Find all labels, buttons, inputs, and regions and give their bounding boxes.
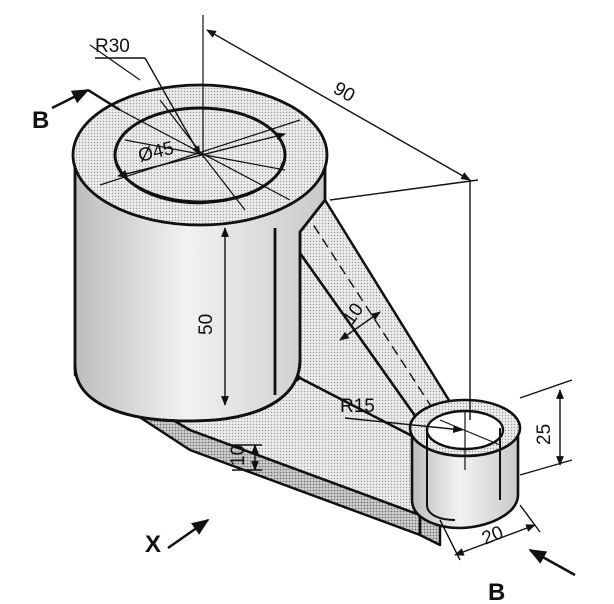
dim-text-20: 20 [479, 522, 506, 549]
dim-line-r15 [344, 417, 463, 433]
section-arrow-top [51, 88, 90, 110]
dim-line-20 [454, 524, 536, 556]
boss [408, 398, 522, 530]
dim-text-25: 25 [534, 424, 555, 445]
dim-text-r30: R30 [95, 36, 130, 57]
dim-line-rib [339, 311, 381, 341]
x-axis-arrow [167, 518, 210, 550]
main-cylinder [71, 83, 329, 423]
section-markers [51, 88, 576, 577]
section-label-bottom: B [488, 579, 505, 604]
dim-text-base: 10 [228, 445, 249, 466]
dim-text-50: 50 [196, 314, 217, 335]
axis-label-x: X [145, 531, 161, 558]
dim-line-90 [206, 29, 471, 181]
dimension-lines [95, 29, 573, 561]
labels: B B X R30 Ø45 90 50 10 10 R15 25 20 [32, 36, 555, 604]
dim-line-d45 [117, 132, 286, 178]
dim-text-r15: R15 [340, 396, 375, 417]
section-label-top: B [32, 107, 49, 134]
section-arrow-bottom [528, 548, 576, 577]
